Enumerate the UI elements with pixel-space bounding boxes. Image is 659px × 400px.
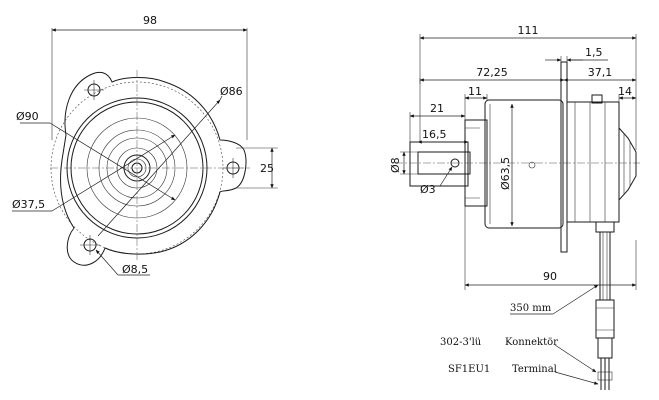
rear-cap (618, 126, 637, 202)
motor-body (484, 99, 564, 229)
shaft-pin (450, 158, 460, 168)
dim-1-5: 1,5 (585, 46, 603, 59)
flange-plate (560, 61, 568, 253)
side-view: 111 1,5 72,25 37,1 11 14 21 16,5 (389, 24, 640, 390)
dim-25: 25 (260, 162, 274, 175)
callout-terminal-code: SF1EU1 (448, 364, 490, 375)
dim-14: 14 (618, 85, 632, 98)
dim-16-5: 16,5 (422, 128, 447, 141)
dim-dia-8-5: Ø8,5 (122, 263, 148, 276)
callout-connector-label: Konnektör (505, 337, 558, 348)
dim-dia-37-5: Ø37,5 (12, 198, 45, 211)
dim-11: 11 (468, 85, 482, 98)
terminal-block (597, 337, 613, 359)
callout-cable-length: 350 mm (510, 303, 552, 314)
dim-37-1: 37,1 (588, 66, 613, 79)
dim-dia-86: Ø86 (220, 85, 243, 98)
dim-21: 21 (430, 102, 444, 115)
dim-dia-63-5: Ø63,5 (499, 157, 512, 190)
dim-dia-8: Ø8 (389, 157, 402, 173)
dim-dia-90: Ø90 (16, 110, 39, 123)
dim-111: 111 (518, 24, 539, 37)
callout-terminal-label: Terminal (512, 364, 557, 375)
dim-72-25: 72,25 (476, 66, 508, 79)
dim-98: 98 (143, 14, 157, 27)
flange-outline (60, 71, 247, 266)
front-cap (464, 119, 488, 207)
dim-90: 90 (543, 270, 557, 283)
connector-body (595, 299, 615, 339)
callout-connector-code: 302-3'lü (440, 337, 482, 348)
dim-dia-3: Ø3 (420, 183, 436, 196)
front-view: 98 Ø86 Ø90 25 Ø37,5 Ø8,5 (12, 14, 278, 276)
